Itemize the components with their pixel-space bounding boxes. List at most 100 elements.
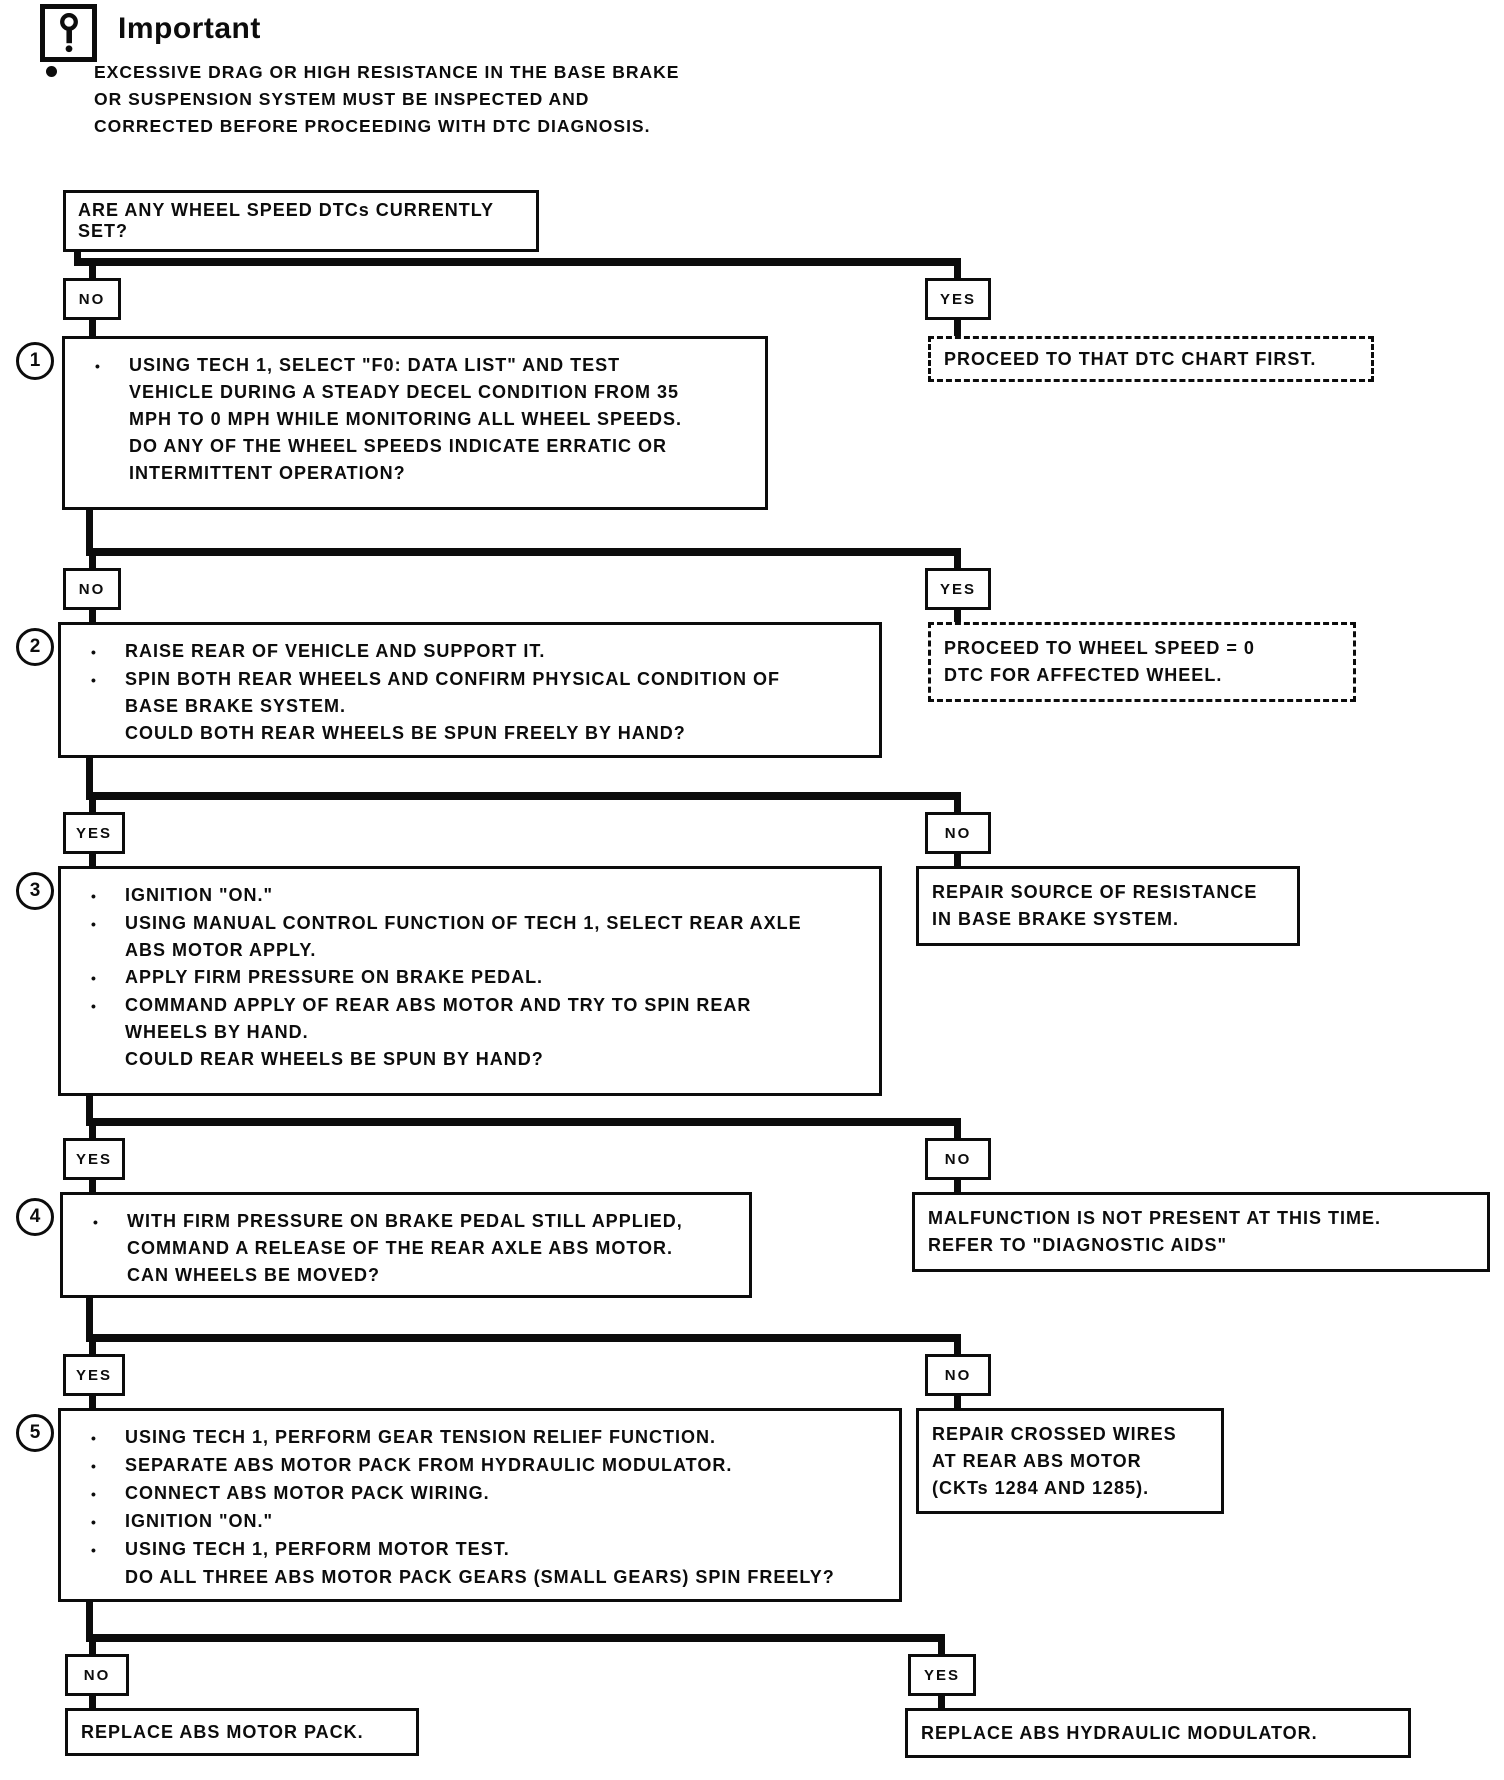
step-number-1: 1 (16, 342, 54, 380)
root-question-box: ARE ANY WHEEL SPEED DTCs CURRENTLY SET? (63, 190, 539, 252)
no-label-2: NO (63, 568, 121, 610)
yes-label-1: YES (925, 278, 991, 320)
step-text: IGNITION "ON." (125, 885, 274, 905)
no-label-1: NO (63, 278, 121, 320)
no-label-6: NO (65, 1654, 129, 1696)
bullet-icon (91, 1046, 125, 1073)
step-item: • SEPARATE ABS MOTOR PACK FROM HYDRAULIC… (91, 1452, 885, 1480)
step-item: DO ALL THREE ABS MOTOR PACK GEARS (SMALL… (91, 1564, 885, 1591)
connector (86, 1118, 961, 1126)
connector (89, 1396, 96, 1408)
step-item: • IGNITION "ON." (91, 882, 865, 910)
step-item: • SPIN BOTH REAR WHEELS AND CONFIRM PHYS… (91, 666, 865, 720)
bullet-icon: • (91, 1458, 97, 1474)
step-item: COULD BOTH REAR WHEELS BE SPUN FREELY BY… (91, 720, 865, 747)
step-text: SPIN BOTH REAR WHEELS AND CONFIRM PHYSIC… (125, 669, 781, 716)
connector (89, 1126, 96, 1138)
connector (86, 1298, 93, 1334)
important-exclamation-icon (59, 13, 78, 53)
bullet-icon: • (91, 916, 97, 932)
connector (86, 1334, 961, 1342)
connector (954, 1396, 961, 1408)
bullet-icon: • (91, 1486, 97, 1502)
step-text: COMMAND APPLY OF REAR ABS MOTOR AND TRY … (125, 995, 752, 1042)
connector (938, 1642, 945, 1654)
bullet-icon (91, 1564, 125, 1591)
step-text: COULD REAR WHEELS BE SPUN BY HAND? (125, 1049, 544, 1069)
connector (89, 320, 96, 336)
connector (86, 510, 93, 548)
step-text: RAISE REAR OF VEHICLE AND SUPPORT IT. (125, 641, 546, 661)
step-number-2: 2 (16, 628, 54, 666)
step-item: • USING TECH 1, SELECT "F0: DATA LIST" A… (95, 352, 751, 487)
step-item: • USING MANUAL CONTROL FUNCTION OF TECH … (91, 910, 865, 964)
step-item: • RAISE REAR OF VEHICLE AND SUPPORT IT. (91, 638, 865, 666)
step-item: • APPLY FIRM PRESSURE ON BRAKE PEDAL. (91, 964, 865, 992)
note-bullet (46, 66, 57, 77)
outcome-text: REPAIR CROSSED WIRES AT REAR ABS MOTOR (… (932, 1423, 1177, 1498)
outcome-box-5: REPAIR CROSSED WIRES AT REAR ABS MOTOR (… (916, 1408, 1224, 1514)
step-box-4: • WITH FIRM PRESSURE ON BRAKE PEDAL STIL… (60, 1192, 752, 1298)
connector (89, 1342, 96, 1354)
yes-label-5: YES (63, 1354, 125, 1396)
connector (89, 800, 96, 812)
connector (954, 854, 961, 866)
bullet-icon: • (95, 358, 101, 374)
step-text: APPLY FIRM PRESSURE ON BRAKE PEDAL. (125, 967, 544, 987)
step-item: • IGNITION "ON." (91, 1508, 885, 1536)
step-item: COULD REAR WHEELS BE SPUN BY HAND? (91, 1046, 865, 1073)
connector (89, 1180, 96, 1192)
connector (86, 1634, 945, 1642)
connector (89, 610, 96, 622)
connector (938, 1696, 945, 1708)
step-text: WITH FIRM PRESSURE ON BRAKE PEDAL STILL … (127, 1211, 683, 1285)
step-text: USING TECH 1, PERFORM MOTOR TEST. (125, 1539, 510, 1559)
important-title: Important (118, 12, 261, 45)
connector (954, 1126, 961, 1138)
connector (89, 1642, 96, 1654)
connector (86, 548, 961, 556)
step-text: IGNITION "ON." (125, 1511, 274, 1531)
step-box-5: • USING TECH 1, PERFORM GEAR TENSION REL… (58, 1408, 902, 1602)
connector (954, 1342, 961, 1354)
step-text: DO ALL THREE ABS MOTOR PACK GEARS (SMALL… (125, 1567, 835, 1587)
connector (954, 610, 961, 622)
bullet-icon: • (91, 644, 97, 660)
step-item: • USING TECH 1, PERFORM MOTOR TEST. (91, 1536, 885, 1564)
step-text: SEPARATE ABS MOTOR PACK FROM HYDRAULIC M… (125, 1455, 733, 1475)
connector (74, 252, 81, 260)
step-number-3: 3 (16, 872, 54, 910)
step-number-4: 4 (16, 1198, 54, 1236)
connector (89, 1696, 96, 1708)
connector (954, 266, 961, 278)
outcome-text: REPAIR SOURCE OF RESISTANCE IN BASE BRAK… (932, 882, 1258, 929)
connector (86, 1096, 93, 1118)
step-item: • CONNECT ABS MOTOR PACK WIRING. (91, 1480, 885, 1508)
connector (86, 758, 93, 792)
connector (954, 320, 961, 336)
step-text: CONNECT ABS MOTOR PACK WIRING. (125, 1483, 490, 1503)
outcome-box-2: PROCEED TO WHEEL SPEED = 0 DTC FOR AFFEC… (928, 622, 1356, 702)
important-icon-box (40, 4, 97, 62)
important-note: EXCESSIVE DRAG OR HIGH RESISTANCE IN THE… (94, 62, 680, 136)
bullet-icon: • (91, 1542, 97, 1558)
step-item: • COMMAND APPLY OF REAR ABS MOTOR AND TR… (91, 992, 865, 1046)
bullet-icon: • (91, 888, 97, 904)
bullet-icon: • (91, 1430, 97, 1446)
outcome-box-3: REPAIR SOURCE OF RESISTANCE IN BASE BRAK… (916, 866, 1300, 946)
yes-label-2: YES (925, 568, 991, 610)
bullet-icon: • (93, 1214, 99, 1230)
root-question-text: ARE ANY WHEEL SPEED DTCs CURRENTLY SET? (78, 200, 494, 241)
connector (89, 556, 96, 568)
step-box-1: • USING TECH 1, SELECT "F0: DATA LIST" A… (62, 336, 768, 510)
bullet-icon: • (91, 998, 97, 1014)
step-text: USING TECH 1, SELECT "F0: DATA LIST" AND… (129, 355, 683, 483)
connector (89, 854, 96, 866)
connector (89, 266, 96, 278)
outcome-box-1: PROCEED TO THAT DTC CHART FIRST. (928, 336, 1374, 382)
outcome-text: PROCEED TO WHEEL SPEED = 0 DTC FOR AFFEC… (944, 638, 1255, 685)
step-number-5: 5 (16, 1414, 54, 1452)
bullet-icon: • (91, 970, 97, 986)
connector (954, 800, 961, 812)
